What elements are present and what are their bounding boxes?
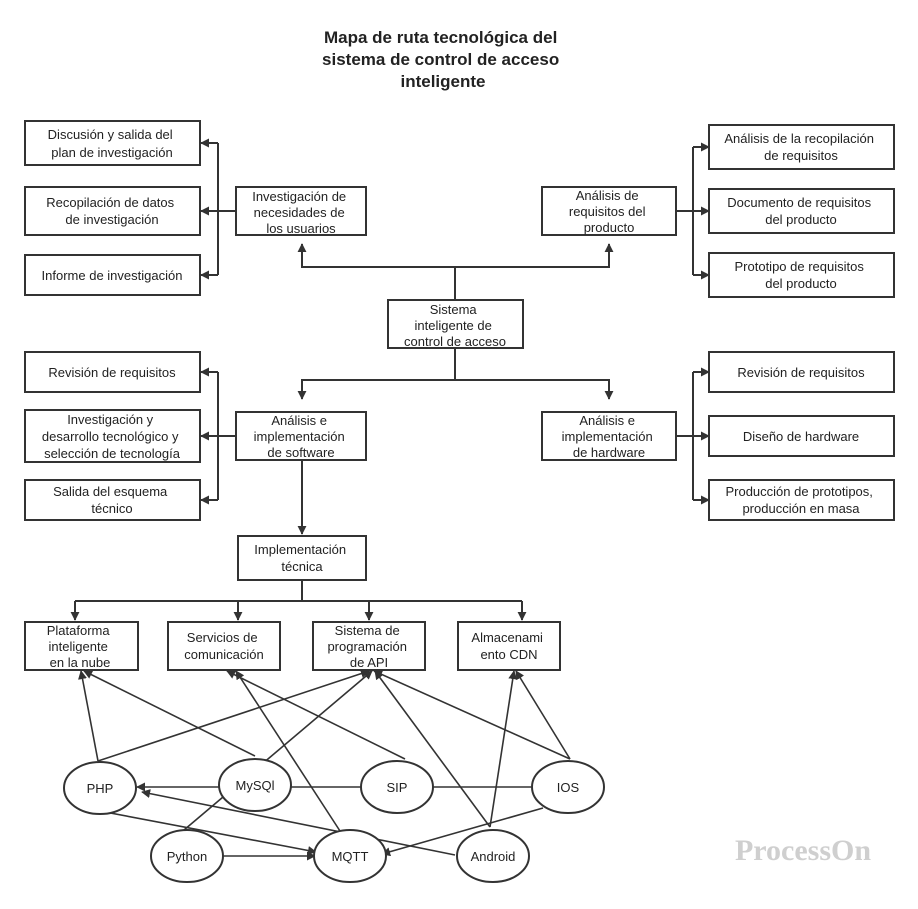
node-analisis-recopilacion: Análisis de la recopilación de requisito… — [708, 124, 895, 170]
node-investigacion-necesidades: Investigación de necesidades de los usua… — [235, 186, 367, 236]
technology-links — [78, 669, 571, 861]
svg-text:IOS: IOS — [557, 780, 580, 795]
processon-watermark: ProcessOn — [735, 834, 871, 867]
tech-ios: IOS — [531, 760, 605, 814]
svg-text:MQTT: MQTT — [332, 849, 369, 864]
svg-text:Análisis de la recopilación: Análisis de la recopilación de requisito… — [724, 131, 877, 163]
svg-text:Implementación técnica: Implementación técnica — [254, 542, 349, 574]
node-servicios-comunicacion: Servicios de comunicación — [167, 621, 281, 671]
node-sw-revision: Revisión de requisitos — [24, 351, 201, 393]
node-sw-investigacion: Investigación y desarrollo tecnológico y… — [24, 409, 201, 463]
svg-text:Investigación y desarrol: Investigación y desarrollo tecnológico y… — [42, 412, 182, 461]
svg-text:Investigación de necesid: Investigación de necesidades de los usua… — [252, 189, 350, 236]
node-sw-salida: Salida del esquema técnico — [24, 479, 201, 521]
node-informe: Informe de investigación — [24, 254, 201, 296]
svg-text:Documento de requisitos: Documento de requisitos del producto — [727, 195, 874, 227]
svg-text:Sistema inteligente de: Sistema inteligente de control de acceso — [404, 302, 506, 349]
svg-text:Revisión de requisitos: Revisión de requisitos — [48, 365, 176, 380]
svg-text:Análisis de requisitos d: Análisis de requisitos del producto — [569, 188, 649, 235]
tech-mqtt: MQTT — [313, 829, 387, 883]
svg-text:PHP: PHP — [87, 781, 114, 796]
node-root: Sistema inteligente de control de acceso — [387, 299, 524, 349]
node-sistema-api: Sistema de programación de API — [312, 621, 426, 671]
tech-sip: SIP — [360, 760, 434, 814]
svg-text:Diseño de hardware: Diseño de hardware — [743, 429, 859, 444]
node-hardware: Análisis e implementación de hardware — [541, 411, 677, 461]
svg-text:Discusión y salida del p: Discusión y salida del plan de investiga… — [48, 127, 177, 160]
svg-text:SIP: SIP — [387, 780, 408, 795]
svg-text:Plataforma inteligente: Plataforma inteligente en la nube — [47, 623, 114, 670]
svg-text:Análisis e implementació: Análisis e implementación de hardware — [562, 413, 657, 460]
node-recopilacion-datos: Recopilación de datos de investigación — [24, 186, 201, 236]
svg-text:Recopilación de datos de: Recopilación de datos de investigación — [46, 195, 178, 227]
node-discusion: Discusión y salida del plan de investiga… — [24, 120, 201, 166]
svg-text:Prototipo de requisitos: Prototipo de requisitos del producto — [735, 259, 868, 291]
diagram-title: Mapa de ruta tecnológica del sistema de … — [322, 28, 564, 91]
svg-text:MySQl: MySQl — [236, 778, 275, 793]
node-documento-requisitos: Documento de requisitos del producto — [708, 188, 895, 234]
node-analisis-requisitos: Análisis de requisitos del producto — [541, 186, 677, 236]
node-hw-diseno: Diseño de hardware — [708, 415, 895, 457]
node-hw-produccion: Producción de prototipos, producción en … — [708, 479, 895, 521]
tech-mysql: MySQl — [218, 758, 292, 812]
node-hw-revision: Revisión de requisitos — [708, 351, 895, 393]
svg-text:Revisión de requisitos: Revisión de requisitos — [737, 365, 865, 380]
svg-text:Android: Android — [471, 849, 516, 864]
svg-text:Servicios de comunicació: Servicios de comunicación — [184, 630, 264, 662]
tree-connectors — [70, 138, 710, 621]
svg-text:Análisis e implementació: Análisis e implementación de software — [254, 413, 349, 460]
svg-text:Almacenami ento CDN: Almacenami ento CDN — [471, 630, 546, 662]
tech-android: Android — [456, 829, 530, 883]
node-software: Análisis e implementación de software — [235, 411, 367, 461]
node-prototipo-requisitos: Prototipo de requisitos del producto — [708, 252, 895, 298]
svg-text:Python: Python — [167, 849, 207, 864]
tech-php: PHP — [63, 761, 137, 815]
svg-text:Salida del esquema técni: Salida del esquema técnico — [53, 484, 171, 516]
tech-python: Python — [150, 829, 224, 883]
node-plataforma-nube: Plataforma inteligente en la nube — [24, 621, 139, 671]
svg-text:Informe de investigación: Informe de investigación — [42, 268, 183, 283]
svg-text:Sistema de programación: Sistema de programación de API — [327, 623, 410, 670]
svg-text:Producción de prototipos,: Producción de prototipos, producción en … — [725, 484, 876, 516]
node-implementacion-tecnica: Implementación técnica — [237, 535, 367, 581]
node-almacenamiento-cdn: Almacenami ento CDN — [457, 621, 561, 671]
